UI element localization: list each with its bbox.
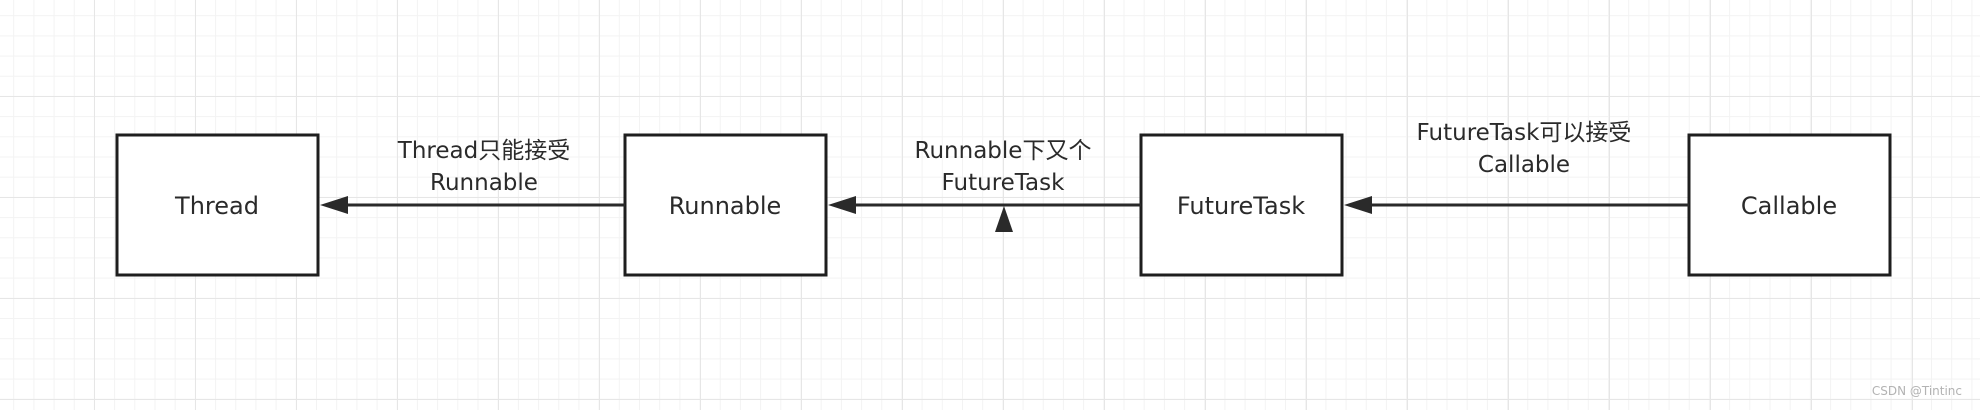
- node-runnable-box[interactable]: [623, 133, 828, 277]
- watermark: CSDN @Tintinc: [1871, 384, 1962, 398]
- edge-callable-to-futuretask[interactable]: FutureTask可以接受 Callable: [1344, 120, 1689, 214]
- arrow-head-futuretask-icon: [1344, 196, 1372, 214]
- node-callable-box[interactable]: [1687, 133, 1892, 277]
- edge-callable-to-futuretask-label-1: FutureTask可以接受: [1417, 120, 1632, 146]
- node-futuretask-box[interactable]: [1139, 133, 1344, 277]
- node-callable[interactable]: Callable: [1687, 133, 1892, 277]
- node-callable-label: Callable: [1741, 192, 1837, 220]
- node-runnable[interactable]: Runnable: [623, 133, 828, 277]
- edge-futuretask-to-runnable-label-2: FutureTask: [942, 170, 1066, 196]
- arrow-head-thread-icon: [320, 196, 348, 214]
- node-futuretask-label: FutureTask: [1177, 192, 1305, 220]
- edge-futuretask-to-runnable[interactable]: Runnable下又个 FutureTask: [828, 138, 1141, 232]
- node-thread-label: Thread: [174, 192, 259, 220]
- edge-runnable-to-thread-label-2: Runnable: [430, 170, 538, 196]
- edge-futuretask-to-runnable-label-1: Runnable下又个: [915, 138, 1092, 164]
- arrow-head-up-icon: [995, 206, 1013, 232]
- edge-runnable-to-thread[interactable]: Thread只能接受 Runnable: [320, 138, 625, 214]
- edge-callable-to-futuretask-label-2: Callable: [1478, 152, 1570, 178]
- edge-runnable-to-thread-label-1: Thread只能接受: [397, 138, 570, 164]
- node-thread[interactable]: Thread: [115, 133, 320, 277]
- node-thread-box[interactable]: [115, 133, 320, 277]
- node-futuretask[interactable]: FutureTask: [1139, 133, 1344, 277]
- node-runnable-label: Runnable: [669, 192, 782, 220]
- arrow-head-runnable-icon: [828, 196, 856, 214]
